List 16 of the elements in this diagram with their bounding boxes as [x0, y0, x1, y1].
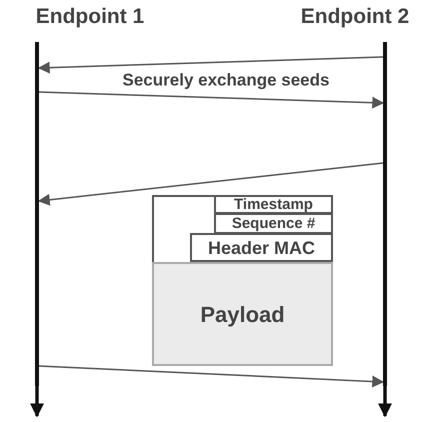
lifeline-arrow	[30, 386, 44, 418]
participant-label: Endpoint 1	[25, 2, 155, 32]
message-arrow	[38, 365, 384, 388]
participant-label: Endpoint 2	[290, 2, 420, 32]
edge-label: Securely exchange seeds	[120, 72, 332, 88]
packet-frame	[152, 195, 333, 366]
lifeline-bar	[383, 42, 387, 386]
message-arrow	[38, 91, 384, 109]
lifeline-arrow	[378, 386, 392, 418]
field-box: Sequence #	[214, 213, 333, 234]
message-arrow	[38, 162, 384, 206]
field-box: Header MAC	[190, 233, 333, 262]
payload-box: Payload	[152, 262, 333, 366]
message-arrow	[38, 56, 384, 74]
lifeline-bar	[35, 42, 39, 386]
field-box: Timestamp	[214, 195, 333, 214]
